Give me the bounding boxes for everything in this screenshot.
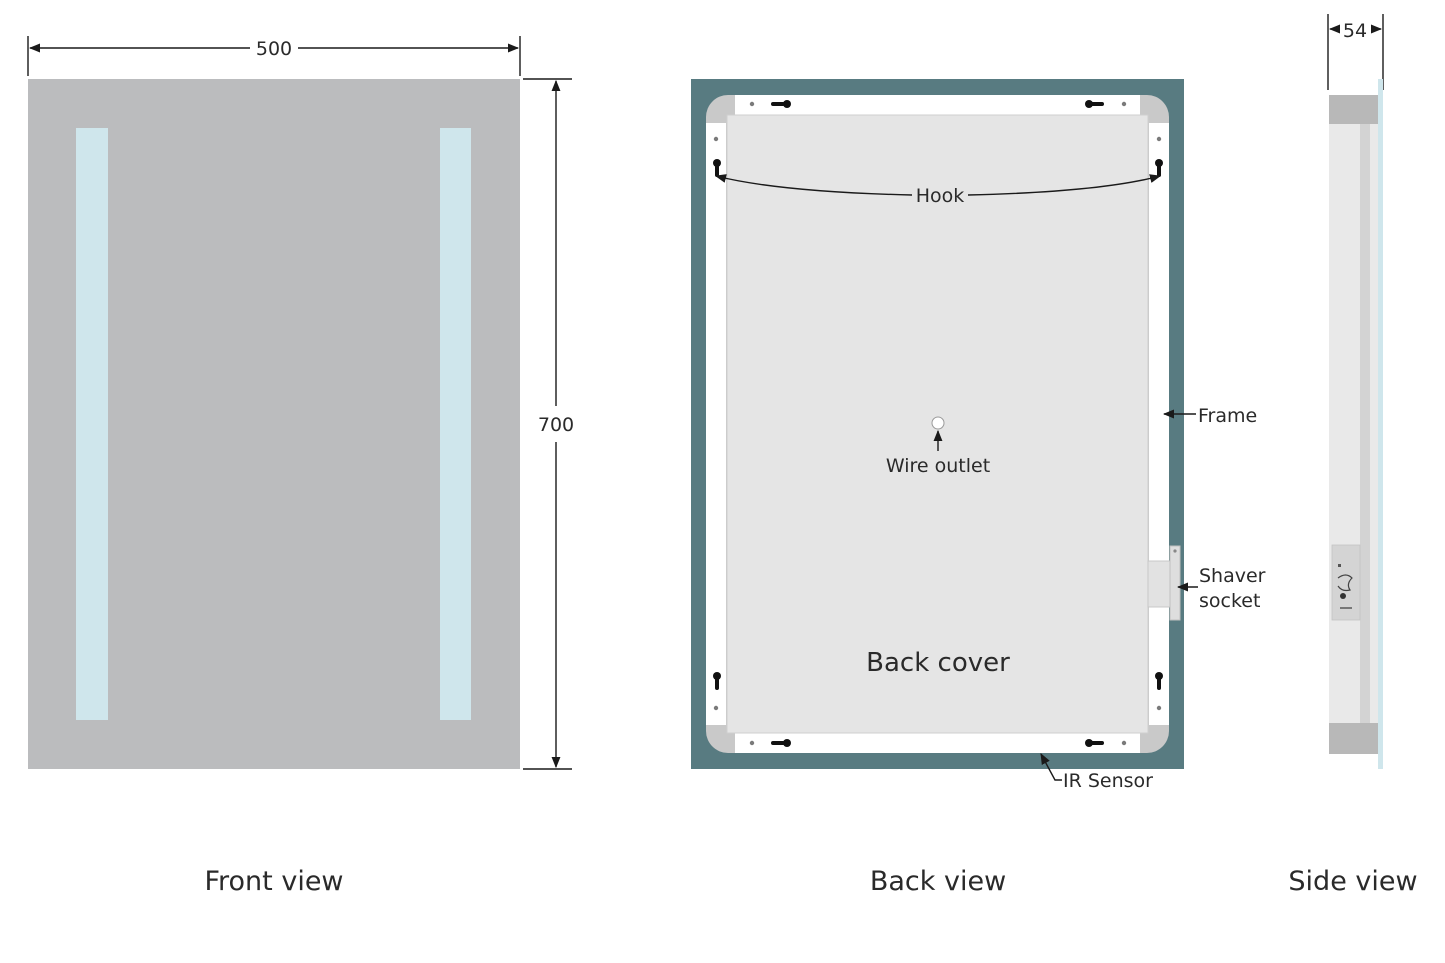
wire-outlet-callout: Wire outlet	[886, 416, 990, 477]
ir-sensor-callout: IR Sensor	[1040, 753, 1153, 792]
depth-dimension: 54	[1327, 14, 1384, 90]
bracket-top	[735, 95, 1140, 115]
caption-back-view: Back view	[870, 866, 1006, 897]
side-cap-bottom	[1329, 723, 1379, 754]
wire-outlet-hole	[931, 416, 945, 430]
shaver-socket-label-1: Shaver	[1199, 565, 1266, 587]
caption-side-view: Side view	[1288, 866, 1417, 897]
bracket-left	[706, 123, 726, 725]
led-strip-right	[440, 128, 471, 720]
wire-outlet-label: Wire outlet	[886, 455, 990, 477]
side-view: 54	[1327, 14, 1384, 769]
depth-label: 54	[1343, 20, 1367, 42]
screw-dots	[713, 101, 1162, 746]
hook-label: Hook	[916, 185, 965, 207]
side-glass	[1378, 79, 1383, 769]
frame-label: Frame	[1198, 405, 1257, 427]
bracket-right	[1149, 123, 1169, 725]
back-view: Hook Wire outlet Frame Shaver socket Bac…	[691, 79, 1266, 792]
width-label: 500	[256, 38, 292, 60]
side-cap-top	[1329, 95, 1379, 124]
shaver-socket-box	[1147, 560, 1171, 608]
ir-sensor-label: IR Sensor	[1063, 770, 1153, 792]
bracket-bottom	[735, 733, 1140, 753]
led-strip-left	[76, 128, 108, 720]
width-dimension: 500	[27, 36, 521, 76]
height-dimension: 700	[523, 78, 574, 770]
shaver-socket-label-2: socket	[1199, 590, 1260, 612]
keyhole-slots	[713, 100, 1163, 747]
hook-callout: Hook	[714, 174, 1162, 207]
front-view: 500 700	[27, 36, 574, 770]
height-label: 700	[538, 414, 574, 436]
caption-front-view: Front view	[204, 866, 343, 897]
side-rail	[1360, 124, 1370, 723]
side-body	[1329, 95, 1378, 754]
back-cover-label: Back cover	[866, 648, 1010, 678]
front-panel	[28, 79, 520, 769]
frame-callout: Frame	[1162, 405, 1257, 427]
shaver-socket-callout: Shaver socket	[1147, 545, 1266, 621]
side-socket-plate	[1331, 544, 1361, 621]
